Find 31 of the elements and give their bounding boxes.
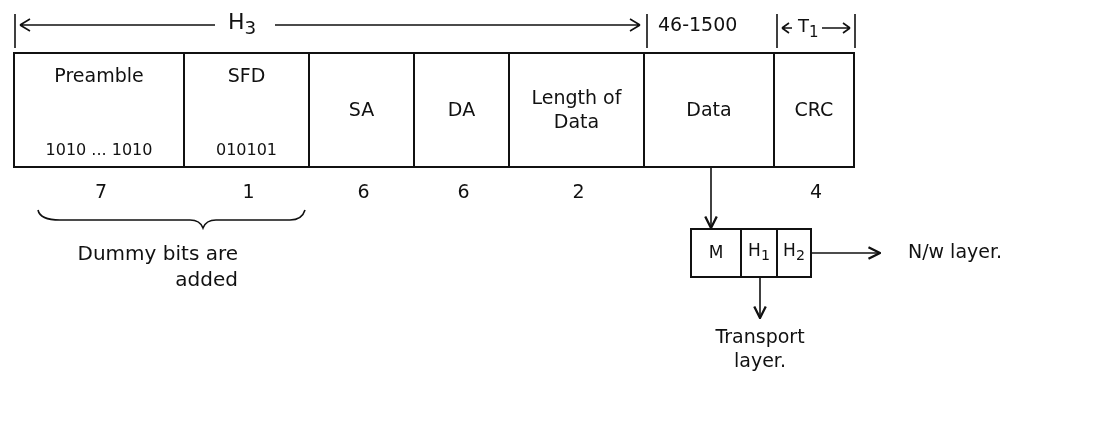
arrow bbox=[704, 167, 718, 230]
frame-field-cell bbox=[643, 52, 775, 168]
arrow bbox=[809, 246, 882, 260]
frame-field-cell bbox=[773, 52, 855, 168]
byte-count: 4 bbox=[809, 180, 823, 202]
field-name: H$_{2}$ bbox=[783, 240, 805, 266]
byte-count: 1 bbox=[242, 180, 255, 202]
field-name: Preamble bbox=[54, 64, 144, 88]
field-name: H$_{1}$ bbox=[748, 240, 770, 266]
arrow bbox=[753, 275, 767, 320]
field-name: SFD bbox=[227, 64, 266, 88]
frame-field-cell bbox=[508, 52, 645, 168]
field-name: Transport layer. bbox=[714, 325, 806, 373]
packet-box bbox=[690, 228, 812, 278]
frame-field-cell bbox=[13, 52, 185, 168]
frame-field-cell bbox=[183, 52, 310, 168]
field-name: DA bbox=[447, 98, 476, 122]
bit-pattern: 1010 ... 1010 bbox=[45, 140, 153, 160]
frame-field-cell bbox=[413, 52, 510, 168]
byte-count: 6 bbox=[357, 180, 370, 202]
frame-field-cell bbox=[308, 52, 415, 168]
byte-count: 2 bbox=[572, 180, 585, 202]
field-name: N/w layer. bbox=[907, 240, 1003, 264]
field-name: SA bbox=[348, 98, 375, 122]
field-name: Length of Data bbox=[530, 86, 623, 134]
byte-count: 6 bbox=[457, 180, 470, 202]
field-name: Data bbox=[686, 98, 732, 122]
field-name: M bbox=[708, 242, 724, 264]
field-name: CRC bbox=[794, 98, 834, 122]
byte-count: 7 bbox=[94, 180, 108, 202]
bit-pattern: 010101 bbox=[215, 140, 278, 160]
